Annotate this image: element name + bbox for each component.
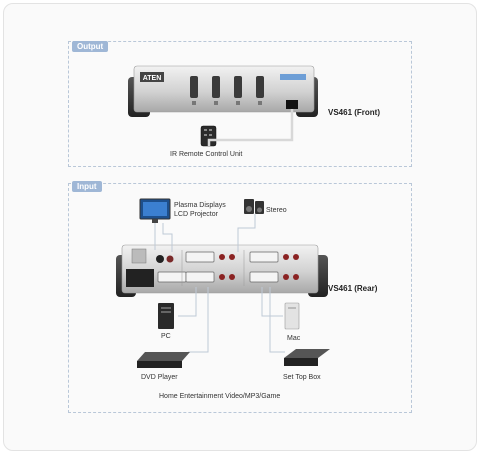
stereo-cable xyxy=(237,214,256,252)
set-top-box-label: Set Top Box xyxy=(283,374,321,381)
stereo-label: Stereo xyxy=(266,207,287,214)
display-cable-2 xyxy=(162,223,173,252)
stereo-speakers xyxy=(244,199,264,214)
display-label: Plasma Displays LCD Projector xyxy=(174,202,226,218)
pc-cable xyxy=(178,287,197,317)
output-section xyxy=(68,41,412,167)
dvd-cable xyxy=(188,287,209,353)
remote-connection-line xyxy=(207,109,294,146)
mac-tower xyxy=(284,302,300,330)
set-top-box xyxy=(284,349,330,366)
aten-logo-front: ATEN xyxy=(143,75,162,82)
display-device xyxy=(139,198,171,223)
vs461-rear-device xyxy=(116,244,328,297)
dvd-player xyxy=(137,352,190,368)
pc-tower xyxy=(158,303,174,329)
mac-cable xyxy=(261,287,283,317)
mac-label: Mac xyxy=(287,335,301,342)
input-section xyxy=(68,183,412,413)
ir-remote-label: IR Remote Control Unit xyxy=(170,151,243,158)
stb-cable xyxy=(269,287,285,353)
vs461-rear-label: VS461 (Rear) xyxy=(328,284,378,293)
pc-label: PC xyxy=(161,333,171,340)
footer-caption: Home Entertainment Video/MP3/Game xyxy=(159,393,281,400)
output-tag: Output xyxy=(72,41,109,52)
input-tag: Input xyxy=(72,181,102,192)
vs461-front-label: VS461 (Front) xyxy=(328,108,381,117)
vs461-front-device: ATEN xyxy=(128,65,318,117)
dvd-player-label: DVD Player xyxy=(141,374,178,381)
